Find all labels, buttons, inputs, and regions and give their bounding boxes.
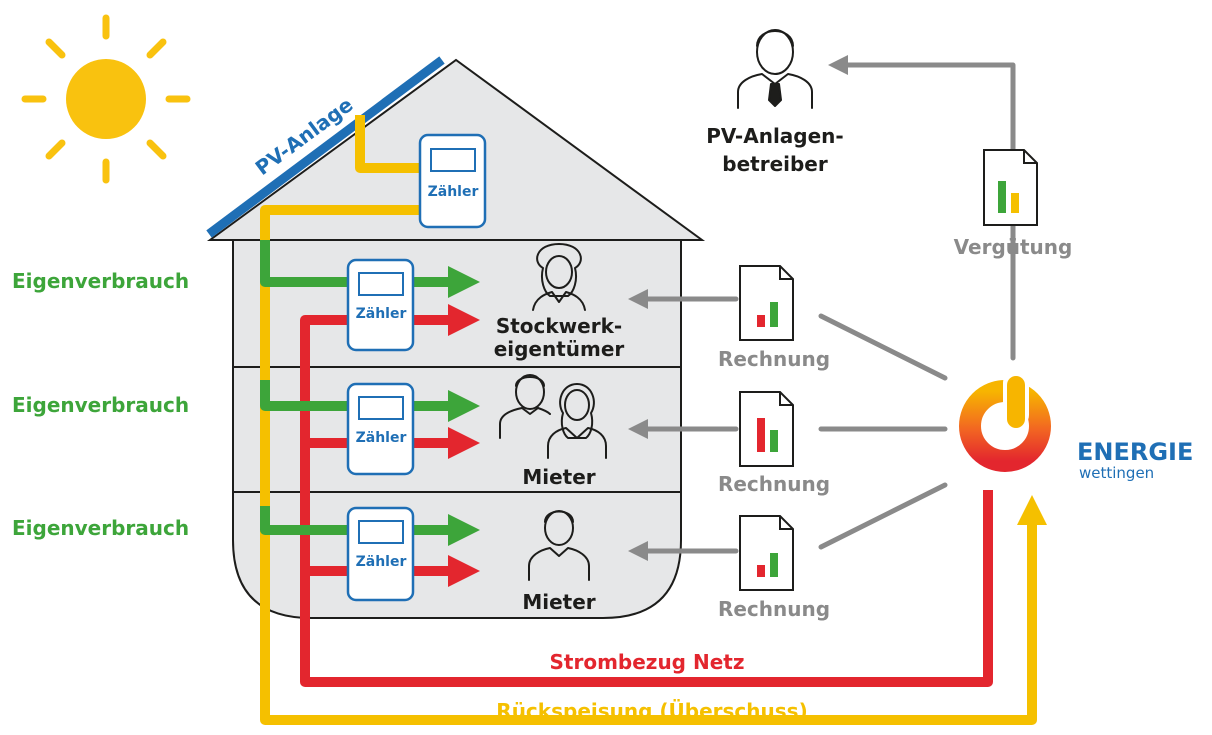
self-consumption-label-3: Eigenverbrauch bbox=[12, 516, 189, 540]
brand-name: ENERGIE bbox=[1077, 438, 1193, 466]
operator-businessman-icon bbox=[737, 29, 813, 109]
invoice-document-icon-2 bbox=[739, 391, 794, 467]
invoice-label-3: Rechnung bbox=[718, 597, 830, 621]
sun-icon bbox=[21, 14, 191, 184]
invoice-label-1: Rechnung bbox=[718, 347, 830, 371]
operator-label-line-2: betreiber bbox=[722, 152, 828, 176]
svg-text:Zähler: Zähler bbox=[428, 184, 479, 200]
brand-subname: wettingen bbox=[1079, 464, 1154, 482]
pv-flow-line bbox=[260, 115, 1047, 725]
grid-flow-line bbox=[300, 315, 993, 687]
grid-supply-label: Strombezug Netz bbox=[550, 650, 745, 674]
invoice-label-2: Rechnung bbox=[718, 472, 830, 496]
svg-text:Zähler: Zähler bbox=[356, 306, 407, 322]
floor-3-label: Mieter bbox=[522, 590, 595, 614]
floor-2-label: Mieter bbox=[522, 465, 595, 489]
compensation-label: Vergütung bbox=[954, 235, 1073, 259]
meter-output-arrows bbox=[412, 265, 481, 588]
invoice-document-icon-1 bbox=[739, 265, 794, 341]
owner-woman-icon bbox=[532, 243, 586, 311]
invoice-document-icon-3 bbox=[739, 515, 794, 591]
tenant-couple-icon bbox=[499, 374, 607, 459]
compensation-document-icon bbox=[983, 149, 1038, 226]
svg-text:Zähler: Zähler bbox=[356, 430, 407, 446]
self-consumption-label-1: Eigenverbrauch bbox=[12, 269, 189, 293]
meter-main: Zähler bbox=[418, 133, 487, 229]
pv-panel bbox=[206, 56, 445, 238]
tenant-man-icon bbox=[528, 510, 590, 581]
self-consumption-line bbox=[260, 240, 350, 535]
self-consumption-label-2: Eigenverbrauch bbox=[12, 393, 189, 417]
feed-in-label: Rückspeisung (Überschuss) bbox=[496, 699, 807, 723]
meter-floor-3: Zähler bbox=[346, 506, 415, 602]
svg-text:Zähler: Zähler bbox=[356, 554, 407, 570]
meter-floor-2: Zähler bbox=[346, 382, 415, 476]
operator-label-line-1: PV-Anlagen- bbox=[706, 124, 843, 148]
billing-lines bbox=[628, 55, 1016, 561]
meter-floor-1: Zähler bbox=[346, 258, 415, 352]
floor-1-label-line-2: eigentümer bbox=[494, 337, 625, 361]
energie-wettingen-logo bbox=[959, 370, 1051, 472]
floor-1-label-line-1: Stockwerk- bbox=[496, 314, 622, 338]
